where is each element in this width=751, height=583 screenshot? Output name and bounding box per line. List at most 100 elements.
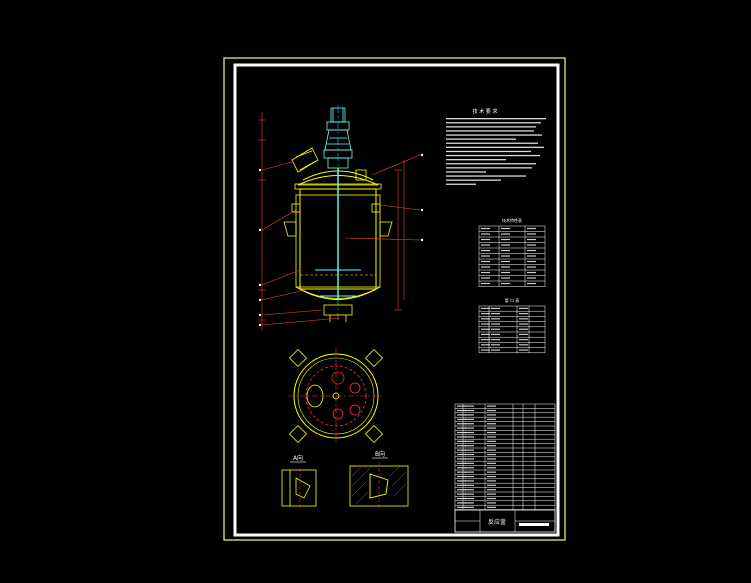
table-cell-text <box>527 277 536 279</box>
table-cell-text <box>501 249 510 252</box>
table-cell-text <box>457 445 466 447</box>
technical-spec-table: 技术特性表 <box>478 217 546 287</box>
table-cell-text <box>465 497 474 500</box>
table-cell-text <box>487 423 496 425</box>
table-cell-text <box>527 271 536 274</box>
table-cell-text <box>491 323 500 325</box>
leader-lines <box>261 154 421 326</box>
table-cell-text <box>465 458 474 460</box>
table-cell-text <box>501 277 510 279</box>
table-cell-text <box>457 497 466 500</box>
table-cell-text <box>487 471 496 473</box>
note-line <box>446 159 506 161</box>
table-cell-text <box>487 475 496 478</box>
table-cell-text <box>481 323 490 325</box>
table-cell-text <box>519 323 528 325</box>
note-line <box>446 154 540 157</box>
table-cell-text <box>465 484 474 486</box>
table-cell-text <box>465 405 474 407</box>
table-cell-text <box>487 436 496 438</box>
table-cell-text <box>491 349 500 351</box>
table-cell-text <box>519 318 528 320</box>
table-cell-text <box>457 471 466 473</box>
note-line <box>446 150 531 153</box>
bottom-outlet <box>323 304 353 316</box>
table-cell-text <box>481 244 490 246</box>
table-cell-text <box>519 328 528 330</box>
note-line <box>446 179 501 181</box>
table-cell-text <box>527 266 536 268</box>
plan-lugs <box>288 348 384 444</box>
table-cell-text <box>481 318 490 320</box>
vessel-plan-view <box>288 348 384 444</box>
table-cell-text <box>501 255 510 257</box>
table-cell-text <box>457 506 466 508</box>
table-cell-text <box>487 484 496 486</box>
table-cell-text <box>457 405 466 407</box>
table-cell-text <box>487 489 496 491</box>
table-cell-text <box>481 233 490 235</box>
note-line <box>446 138 516 140</box>
table-cell-text <box>481 238 490 241</box>
support-lug-right <box>379 221 393 237</box>
table-cell-text <box>501 227 510 230</box>
table-cell-text <box>481 344 490 346</box>
table-cell-text <box>519 307 528 310</box>
table-cell-text <box>501 282 510 285</box>
table-cell-text <box>465 409 474 412</box>
table-cell-text <box>481 282 490 285</box>
view-b-label: B向 <box>375 450 385 458</box>
table-cell-text <box>481 339 490 341</box>
table-cell-text <box>519 313 528 315</box>
note-line <box>446 146 544 148</box>
table-cell-text <box>519 333 528 336</box>
table-cell-text <box>501 271 510 274</box>
note-line <box>446 118 546 120</box>
table-cell-text <box>501 233 510 235</box>
table-cell-text <box>491 333 500 336</box>
table-cell-text <box>481 249 490 252</box>
note-line <box>446 130 534 132</box>
detail-view-b: B向 <box>349 450 409 510</box>
table-cell-text <box>487 418 496 420</box>
table-cell-text <box>465 462 474 464</box>
table-cell-text <box>527 227 536 230</box>
table-cell-text <box>465 414 474 416</box>
table-cell-text <box>465 431 474 434</box>
table-cell-text <box>481 307 490 310</box>
table-cell-text <box>487 467 496 469</box>
table-cell-text <box>457 462 466 464</box>
table-cell-text <box>527 233 536 235</box>
table-cell-text <box>465 480 474 482</box>
table-cell-text <box>527 282 536 285</box>
note-line <box>446 163 536 165</box>
note-line <box>446 175 526 177</box>
table-cell-text <box>457 409 466 412</box>
table-cell-text <box>481 227 490 230</box>
table-cell-text <box>457 418 466 420</box>
table-cell-text <box>457 427 466 429</box>
table-cell-text <box>501 266 510 268</box>
table-cell-text <box>487 427 496 429</box>
nozzle-table: 管 口 表 <box>478 297 546 354</box>
table-cell-text <box>487 409 496 412</box>
nozzle-table-heading: 管 口 表 <box>505 297 520 303</box>
table-cell-text <box>481 266 490 268</box>
note-line <box>446 171 486 173</box>
table-cell-text <box>527 238 536 241</box>
table-cell-text <box>465 471 474 473</box>
table-cell-text <box>491 339 500 341</box>
support-lug-left <box>283 221 297 237</box>
table-cell-text <box>481 271 490 274</box>
table-cell-text <box>457 467 466 469</box>
table-cell-text <box>519 349 528 351</box>
table-cell-text <box>457 423 466 425</box>
table-cell-text <box>527 244 536 246</box>
table-cell-text <box>519 339 528 341</box>
table-cell-text <box>457 489 466 491</box>
sheet-outer-frame <box>223 57 566 541</box>
table-cell-text <box>481 328 490 330</box>
table-cell-text <box>527 255 536 257</box>
table-cell-text <box>481 313 490 315</box>
